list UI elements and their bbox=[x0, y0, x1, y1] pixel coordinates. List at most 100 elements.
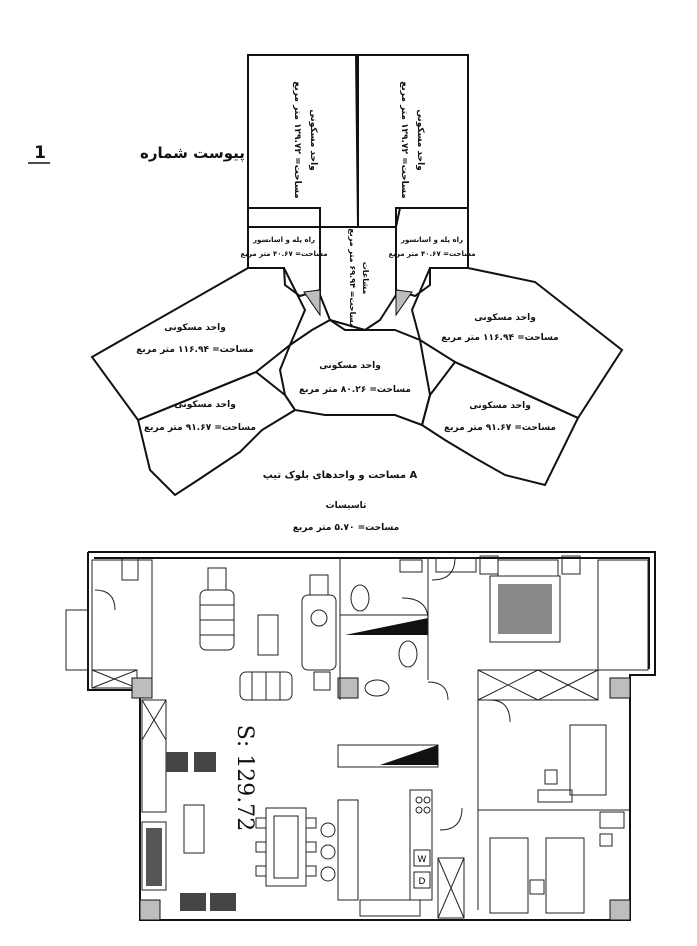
shaft-outline bbox=[319, 226, 397, 331]
bed-pillows bbox=[497, 559, 559, 577]
hall-appliance bbox=[121, 557, 139, 581]
double-bed bbox=[489, 575, 561, 643]
balcony bbox=[597, 559, 649, 671]
unit-outer-wall-inner bbox=[94, 557, 650, 669]
coffee-table bbox=[257, 614, 279, 656]
unit-area-label: S: 129.72 bbox=[232, 725, 257, 831]
planter bbox=[166, 752, 188, 772]
shaft-area: مساحت= ۶۹.۹۴ متر مربع bbox=[348, 228, 357, 328]
chair bbox=[599, 833, 613, 847]
desk bbox=[599, 811, 625, 829]
column bbox=[609, 899, 631, 921]
dryer bbox=[413, 871, 431, 889]
night-stand bbox=[435, 557, 477, 573]
unit-right-upper-outline bbox=[410, 267, 624, 420]
unit-center-area: مساحت= ۸۰.۲۶ متر مربع bbox=[299, 385, 411, 395]
kitchen-counter-side bbox=[409, 789, 433, 901]
washbasin bbox=[399, 559, 423, 573]
chair bbox=[544, 769, 558, 785]
shoe-cabinet bbox=[141, 821, 167, 891]
side-table bbox=[313, 671, 331, 691]
hall-door-swing bbox=[94, 589, 116, 611]
unit-center-outline bbox=[278, 318, 432, 427]
night-stand bbox=[529, 879, 545, 895]
bar-stool bbox=[320, 844, 336, 860]
unit-left-upper-name: واحد مسکونی bbox=[164, 323, 226, 333]
washer bbox=[413, 849, 431, 867]
unit-top-left-name: واحد مسکونی bbox=[308, 109, 318, 171]
unit-left-lower-outline bbox=[136, 370, 297, 497]
entrance-door-frame bbox=[65, 609, 89, 671]
bedroom-door-swing bbox=[431, 557, 456, 581]
unit-right-lower-area: مساحت= ۹۱.۶۷ متر مربع bbox=[444, 423, 556, 433]
column bbox=[337, 677, 359, 699]
column bbox=[131, 677, 153, 699]
single-bed bbox=[489, 837, 529, 914]
unit-right-upper-area: مساحت= ۱۱۶.۹۴ متر مربع bbox=[441, 333, 559, 343]
unit-right-lower-name: واحد مسکونی bbox=[469, 401, 531, 411]
unit-top-right-area: مساحت= ۱۲۹.۷۲ متر مربع bbox=[399, 81, 409, 199]
chair bbox=[305, 865, 317, 877]
hatch-right bbox=[395, 289, 413, 317]
wardrobe bbox=[477, 669, 599, 701]
shaft-name: مشاعات bbox=[361, 262, 370, 295]
washer-label: W bbox=[418, 855, 427, 865]
sofa-right bbox=[301, 594, 337, 671]
block-caption: مساحت و واحدهای بلوک تیپ A bbox=[263, 470, 418, 481]
unit-center-name: واحد مسکونی bbox=[319, 361, 381, 371]
single-bed bbox=[569, 724, 607, 796]
console-table bbox=[183, 804, 205, 854]
column bbox=[139, 899, 161, 921]
storage-cabinet bbox=[141, 699, 167, 813]
block-plan: واحد مسکونی مساحت= ۱۲۹.۷۲ متر مربع واحد … bbox=[90, 54, 624, 533]
planter bbox=[194, 752, 216, 772]
bar-stool bbox=[320, 822, 336, 838]
tasisat-area: مساحت= ۵.۷۰ متر مربع bbox=[293, 523, 400, 533]
toilet bbox=[350, 584, 370, 612]
armchair bbox=[207, 567, 227, 591]
unit-left-lower-name: واحد مسکونی bbox=[174, 400, 236, 410]
unit-left-upper-outline bbox=[90, 267, 307, 422]
toilet bbox=[398, 640, 418, 668]
chair bbox=[305, 817, 317, 829]
stair-right-area: مساحت= ۴۰.۶۷ متر مربع bbox=[388, 250, 475, 258]
planter bbox=[210, 893, 236, 911]
unit-top-right-name: واحد مسکونی bbox=[415, 109, 425, 171]
bath-door-swing bbox=[401, 597, 429, 621]
column bbox=[609, 677, 631, 699]
desk bbox=[537, 789, 573, 803]
dining-table bbox=[265, 807, 307, 887]
hatch-left bbox=[303, 289, 321, 317]
stair-right-name: راه پله و اسانسور bbox=[400, 236, 463, 244]
unit-top-left-outline bbox=[247, 54, 360, 228]
chair bbox=[255, 865, 267, 877]
stair-left-area: مساحت= ۴۰.۶۷ متر مربع bbox=[240, 250, 327, 258]
dryer-label: D bbox=[419, 877, 426, 887]
attachment-number: 1 bbox=[34, 143, 46, 163]
bedroom-door-swing bbox=[489, 699, 511, 723]
bath-door-swing bbox=[427, 681, 449, 701]
attachment-title: پیوست شماره bbox=[140, 144, 245, 163]
chair bbox=[255, 841, 267, 853]
unit-plan: S: 129.72 W D bbox=[65, 551, 656, 921]
stair-left-name: راه پله و اسانسور bbox=[252, 236, 315, 244]
unit-top-left-area: مساحت= ۱۲۹.۷۲ متر مربع bbox=[292, 81, 302, 199]
washbasin bbox=[364, 679, 390, 697]
unit-top-right-outline bbox=[357, 54, 469, 228]
single-bed bbox=[545, 837, 585, 914]
unit-left-lower-area: مساحت= ۹۱.۶۷ متر مربع bbox=[144, 423, 256, 433]
planter bbox=[180, 893, 206, 911]
tasisat-name: تاسیسات bbox=[326, 501, 367, 511]
chair bbox=[305, 841, 317, 853]
wardrobe-small bbox=[437, 857, 465, 919]
plant bbox=[310, 609, 328, 627]
bar-stool bbox=[320, 866, 336, 882]
kitchen-sink bbox=[359, 899, 421, 917]
unit-right-upper-name: واحد مسکونی bbox=[474, 313, 536, 323]
lamp bbox=[561, 555, 581, 575]
armchair bbox=[309, 574, 329, 596]
chair bbox=[255, 817, 267, 829]
unit-left-upper-area: مساحت= ۱۱۶.۹۴ متر مربع bbox=[136, 345, 254, 355]
bedroom-door-swing bbox=[439, 807, 463, 831]
